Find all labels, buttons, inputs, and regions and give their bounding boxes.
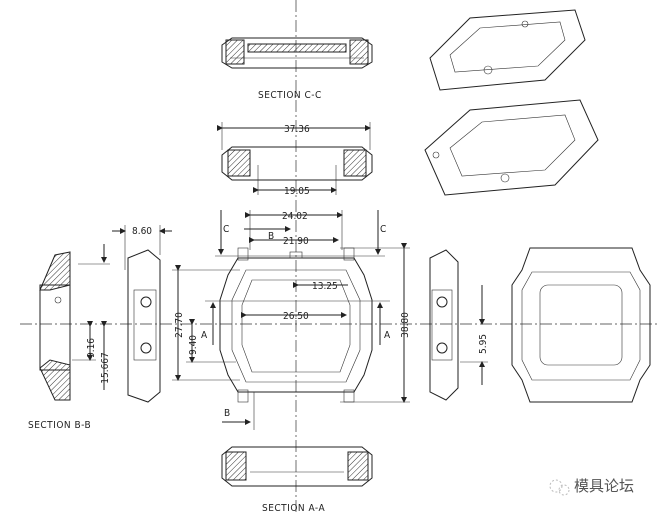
section-a-a-view: SECTION A-A [221, 446, 373, 513]
dim-section-b-offset: 9.16 [86, 338, 97, 358]
isometric-bottom-view [424, 99, 599, 196]
dim-window-height: 27.70 [174, 312, 185, 338]
dim-lug-width: 21.90 [283, 236, 309, 247]
dim-side-thickness: 8.60 [132, 226, 152, 237]
isometric-top-view [429, 9, 586, 91]
section-a-a-label: SECTION A-A [262, 503, 325, 513]
section-c-c-view: SECTION C-C [221, 37, 373, 101]
cut-marker-c-right: C [380, 224, 386, 235]
watermark-text: 模具论坛 [574, 477, 635, 495]
wechat-logo-icon [549, 479, 570, 496]
front-view: 24.02 21.90 B 13.25 26.50 27.70 9.40 38.… [172, 210, 411, 430]
section-c-c-label: SECTION C-C [258, 90, 322, 101]
dim-top-width: 37.36 [284, 124, 310, 135]
cut-marker-c-left: C [223, 224, 229, 235]
dim-case-width: 24.02 [282, 211, 308, 222]
cut-marker-a-right: A [384, 330, 391, 341]
dim-section-b-height: 15.667 [100, 352, 111, 383]
dim-right-offset: 5.95 [478, 334, 489, 354]
dim-offset-a: 9.40 [188, 335, 199, 355]
cut-marker-b-bottom: B [224, 408, 230, 419]
section-b-b-view: 9.16 15.667 SECTION B-B [28, 244, 111, 431]
dim-window-width: 26.50 [283, 311, 309, 322]
left-side-view: 8.60 [112, 225, 172, 403]
cut-marker-a-left: A [201, 330, 208, 341]
dim-radius: 13.25 [312, 281, 338, 292]
cut-marker-b-top: B [268, 231, 274, 242]
right-side-view: 5.95 [429, 249, 489, 401]
back-view [511, 247, 651, 403]
dim-top-inner: 19.05 [284, 186, 310, 197]
dim-overall-height: 38.80 [400, 312, 411, 338]
top-view: 37.36 19.05 [217, 122, 373, 197]
section-b-b-label: SECTION B-B [28, 420, 91, 431]
